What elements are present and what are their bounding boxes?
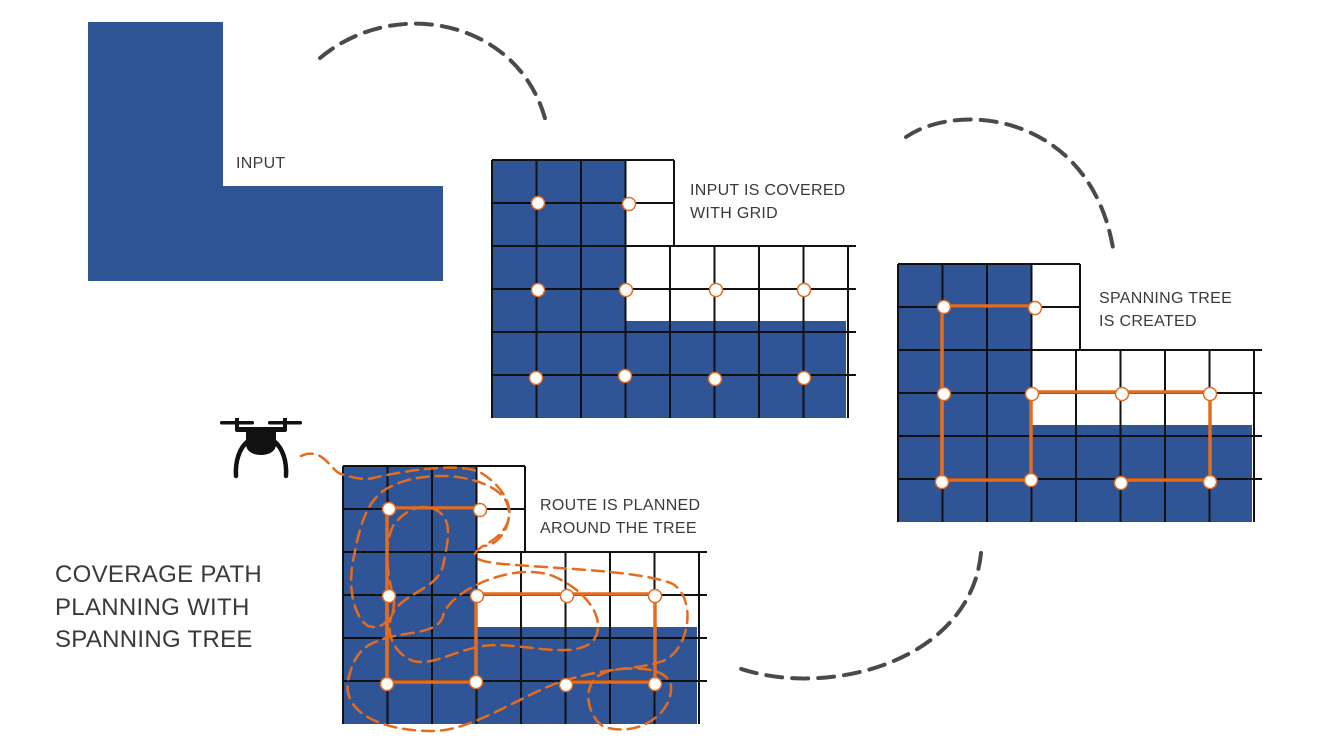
tree-node (1113, 475, 1129, 491)
input-shape (88, 22, 443, 281)
tree-node (558, 677, 574, 693)
route-step-label: ROUTE IS PLANNED AROUND THE TREE (540, 494, 700, 540)
tree-node (708, 282, 724, 298)
route-step-label-line2: AROUND THE TREE (540, 520, 697, 537)
tree-node (559, 588, 575, 604)
grid-fill-bottom (626, 321, 846, 418)
spanning-tree-panel (897, 263, 1262, 522)
tree-step-label: SPANNING TREE IS CREATED (1099, 287, 1232, 333)
tree-node (647, 588, 663, 604)
route-panel (299, 452, 707, 733)
tree-node (707, 371, 723, 387)
grid-step-label-line1: INPUT IS COVERED (690, 182, 846, 199)
tree-node (934, 474, 950, 490)
tree-node (379, 676, 395, 692)
grid-step-label-line2: WITH GRID (690, 205, 779, 222)
tree-node (381, 501, 397, 517)
route-step-label-line1: ROUTE IS PLANNED (540, 497, 701, 514)
tree-node (472, 502, 488, 518)
grid-step-label: INPUT IS COVERED WITH GRID (690, 179, 846, 225)
tree-node (530, 282, 546, 298)
tree-node (1202, 474, 1218, 490)
tree-node (1202, 386, 1218, 402)
page-title: COVERAGE PATH PLANNING WITH SPANNING TRE… (55, 559, 262, 657)
drone-icon (220, 418, 302, 479)
route-nodes (379, 501, 663, 693)
connector-arrow-2 (904, 117, 1115, 250)
tree-node (617, 368, 633, 384)
tree-node (647, 676, 663, 692)
page-title-line2: PLANNING WITH (55, 593, 250, 621)
tree-node (796, 282, 812, 298)
tree-node (796, 370, 812, 386)
page-title-line1: COVERAGE PATH (55, 561, 263, 588)
page-title-line3: SPANNING TREE (55, 626, 253, 653)
connector-arrow-1 (318, 21, 548, 124)
tree-node (621, 196, 637, 212)
tree-node (528, 370, 544, 386)
tree-node (469, 588, 485, 604)
coverage-route (299, 452, 689, 733)
tree-step-label-line2: IS CREATED (1099, 313, 1197, 330)
tree-node (468, 674, 484, 690)
tree-node (1114, 386, 1130, 402)
tree-node (1024, 386, 1040, 402)
tree-fill-bottom (1032, 425, 1252, 522)
grid-panel (491, 159, 856, 418)
tree-node (381, 588, 397, 604)
tree-node (530, 195, 546, 211)
tree-nodes (934, 299, 1218, 491)
tree-node (936, 299, 952, 315)
tree-node (618, 282, 634, 298)
tree-node (1023, 472, 1039, 488)
tree-node (936, 386, 952, 402)
connector-arrow-3 (731, 551, 983, 681)
grid-nodes (528, 195, 812, 387)
tree-step-label-line1: SPANNING TREE (1099, 290, 1233, 307)
tree-node (1027, 300, 1043, 316)
input-label: INPUT (236, 155, 286, 172)
